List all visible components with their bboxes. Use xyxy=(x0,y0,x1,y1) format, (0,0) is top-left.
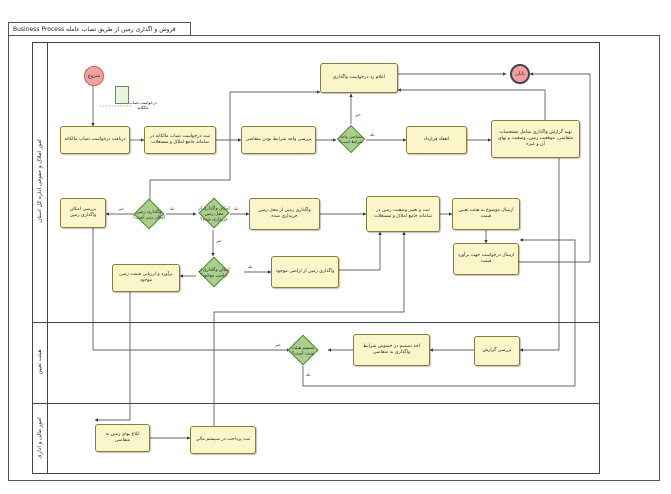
flow-transfer-register-2 xyxy=(339,231,382,271)
flow-label-no: خیر xyxy=(118,206,124,211)
lane-separator xyxy=(32,322,600,323)
pool xyxy=(32,42,600,474)
task-send: ارسال موضوع به هیئت تعیین قیمت xyxy=(452,198,520,230)
task-review: بررسی واجد شرایط بودن متقاضی xyxy=(241,126,316,154)
frame-title: Business Process فروش و اگذاری زمین از ط… xyxy=(8,22,191,36)
task-check: بررسی امکان واگذاری زمین xyxy=(60,198,106,228)
task-committee: اخذ تصمیم در خصوص شرایط واگذاری به متقاض… xyxy=(353,334,430,366)
task-transfer-existing: واگذاری زمین از اراضی موجود xyxy=(271,256,339,288)
task-finance-pay: ثبت پرداخت در سیستم مالی xyxy=(190,426,256,454)
task-notify: اعلام رد درخواست واگذاری xyxy=(320,63,398,93)
flow-valuation-end xyxy=(519,72,591,263)
flow-label-yes: بله xyxy=(248,264,253,269)
task-register-system: ثبت و تغییر وضعیت زمین در سامانه جامع ام… xyxy=(366,196,440,232)
task-transfer-owned: واگذاری زمین از محل زمین خریداری شده xyxy=(249,198,320,230)
task-land: برآورد و ارزیابی قیمت زمین موجود xyxy=(112,264,180,292)
flow-label-yes: بله xyxy=(170,206,175,211)
lane-header-1 xyxy=(32,42,48,322)
gateway-existing: امکان واگذاری از اراضی موجود؟ xyxy=(198,256,231,289)
task-valuation: ارسال درخواست جهت برآورد قیمت xyxy=(453,243,519,275)
document-icon xyxy=(115,86,129,104)
lane-separator xyxy=(32,403,600,404)
lane-header-3 xyxy=(32,403,48,474)
gateway-eligible: متقاضی واجد شرایط است؟ xyxy=(336,124,366,154)
flow-check-committee xyxy=(92,228,291,352)
gateway-owned: امکان واگذاری از محل زمین خریداری شده؟ xyxy=(198,197,231,230)
document-label: درخواست نصاب مالکانه xyxy=(129,100,157,110)
flow-label-yes: بله xyxy=(306,372,311,377)
flow-label-no: خیر xyxy=(275,342,281,347)
task-contract: انعقاد قرارداد xyxy=(406,126,467,154)
end-event: پایان xyxy=(510,64,530,84)
start-event: شروع xyxy=(84,66,104,86)
lane-header-2 xyxy=(32,322,48,403)
task-finance-calc: ابلاغ بهای زمین به متقاضی xyxy=(95,424,150,452)
task-deliver: تهیه گزارش واگذاری شامل مشخصات متقاضی، م… xyxy=(491,120,580,158)
task-report: بررسی گزارش xyxy=(474,336,520,366)
flow-deliver-notify xyxy=(397,88,546,126)
gateway-approved: تصمیم هیئت مثبت است؟ xyxy=(287,334,320,367)
flow-approved-back xyxy=(302,238,576,387)
flow-land-finance xyxy=(94,290,131,422)
gateway-possible: واگذاری زمین امکان پذیر است؟ xyxy=(133,198,166,231)
flow-possible-notify xyxy=(149,90,321,200)
task-register: ثبت درخواست نصاب مالکانه در سامانه جامع … xyxy=(144,126,216,154)
flow-label-yes: بله xyxy=(234,206,239,211)
task-receive: دریافت درخواست نصاب مالکانه xyxy=(60,126,130,154)
flow-pay-register xyxy=(213,231,406,426)
flow-deliver-report xyxy=(519,120,560,352)
flow-label-no: خیر xyxy=(355,112,361,117)
flow-label-no: خیر xyxy=(216,238,222,243)
flow-label-yes: بله xyxy=(370,132,375,137)
